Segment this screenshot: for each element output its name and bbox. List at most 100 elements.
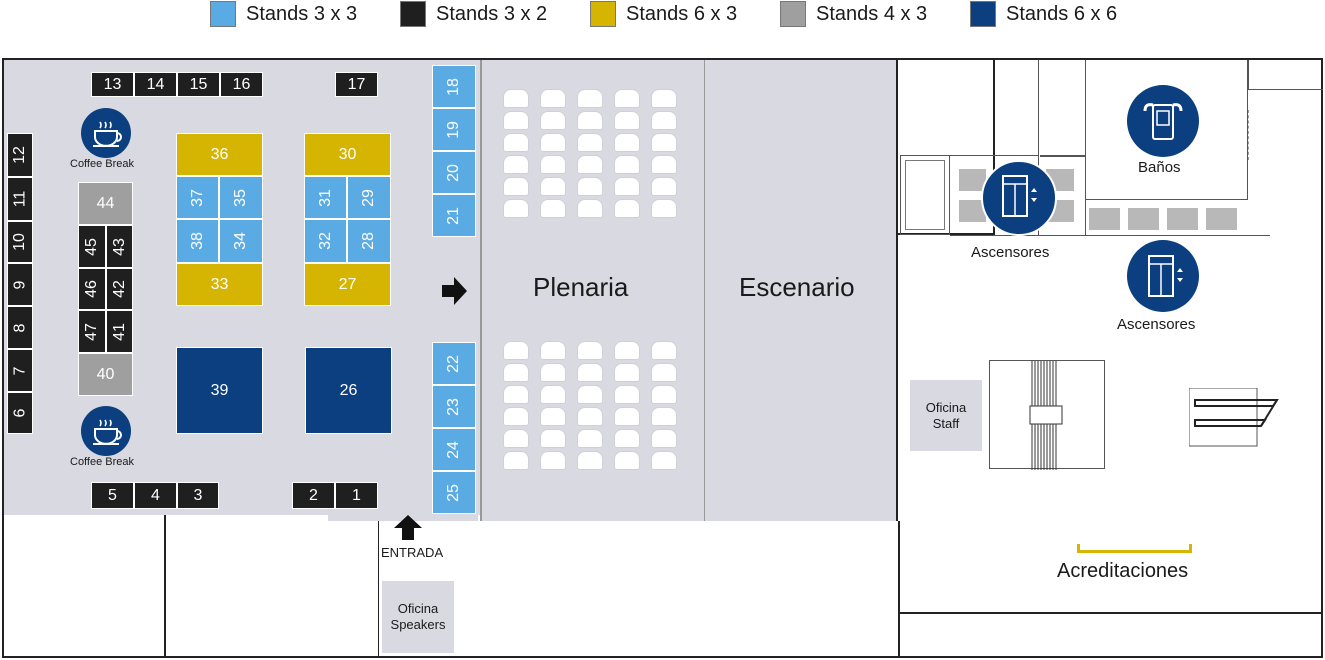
- stand-24[interactable]: 24: [432, 428, 476, 471]
- seat: [540, 177, 566, 196]
- seat: [577, 363, 603, 382]
- floor-plan-outline: [2, 58, 1323, 658]
- stand-22[interactable]: 22: [432, 342, 476, 385]
- stairs: [989, 360, 1105, 470]
- stand-8[interactable]: 8: [7, 306, 33, 349]
- stand-32[interactable]: 32: [304, 219, 347, 263]
- accreditation-label: Acreditaciones: [1057, 560, 1189, 582]
- stand-10[interactable]: 10: [7, 221, 33, 263]
- seat: [577, 111, 603, 130]
- wall: [1038, 60, 1086, 235]
- stand-15[interactable]: 15: [177, 72, 220, 97]
- escenario-room: [704, 60, 898, 521]
- fixture: [1167, 208, 1198, 230]
- stand-20[interactable]: 20: [432, 151, 476, 194]
- stand-30[interactable]: 30: [304, 133, 391, 176]
- wall: [898, 612, 1323, 614]
- seat: [540, 385, 566, 404]
- stand-34[interactable]: 34: [219, 219, 263, 263]
- stand-26[interactable]: 26: [305, 347, 392, 434]
- seat: [503, 363, 529, 382]
- seat: [651, 111, 677, 130]
- seat: [577, 407, 603, 426]
- stand-25[interactable]: 25: [432, 471, 476, 514]
- stand-9[interactable]: 9: [7, 263, 33, 306]
- legend-item-4x3: Stands 4 x 3: [780, 0, 927, 28]
- stand-40[interactable]: 40: [78, 353, 133, 396]
- seat: [540, 407, 566, 426]
- wall: [1248, 110, 1251, 160]
- stand-27[interactable]: 27: [304, 263, 391, 306]
- seat: [577, 177, 603, 196]
- elevators-label: Ascensores: [1117, 316, 1196, 333]
- seat: [503, 89, 529, 108]
- stand-6[interactable]: 6: [7, 392, 33, 434]
- stand-44[interactable]: 44: [78, 182, 133, 225]
- seat: [614, 89, 640, 108]
- seat: [577, 199, 603, 218]
- stand-3[interactable]: 3: [177, 482, 219, 509]
- seat: [540, 155, 566, 174]
- elevator-icon: [981, 160, 1057, 236]
- fixture: [959, 169, 986, 191]
- seat: [503, 429, 529, 448]
- seat: [577, 385, 603, 404]
- stand-16[interactable]: 16: [220, 72, 263, 97]
- stand-18[interactable]: 18: [432, 65, 476, 108]
- wall: [1086, 60, 1248, 200]
- stand-7[interactable]: 7: [7, 349, 33, 392]
- stand-43[interactable]: 43: [106, 225, 133, 268]
- stand-46[interactable]: 46: [78, 268, 106, 310]
- legend-label: Stands 6 x 3: [626, 2, 738, 25]
- stand-45[interactable]: 45: [78, 225, 106, 268]
- stand-29[interactable]: 29: [347, 176, 391, 219]
- stand-1[interactable]: 1: [335, 482, 378, 509]
- seat: [651, 385, 677, 404]
- legend-swatch: [590, 1, 616, 27]
- seat: [651, 89, 677, 108]
- seat: [614, 429, 640, 448]
- stand-31[interactable]: 31: [304, 176, 347, 219]
- stand-42[interactable]: 42: [106, 268, 133, 310]
- stand-33[interactable]: 33: [176, 263, 263, 306]
- stand-2[interactable]: 2: [292, 482, 335, 509]
- seat: [614, 199, 640, 218]
- stand-19[interactable]: 19: [432, 108, 476, 151]
- seat: [614, 407, 640, 426]
- seat: [651, 407, 677, 426]
- accreditation-desk: [1077, 544, 1192, 553]
- seat: [503, 199, 529, 218]
- seat: [503, 451, 529, 470]
- stand-38[interactable]: 38: [176, 219, 219, 263]
- seat: [614, 177, 640, 196]
- seat: [577, 133, 603, 152]
- seat: [651, 429, 677, 448]
- seat: [503, 177, 529, 196]
- stand-37[interactable]: 37: [176, 176, 219, 219]
- stand-35[interactable]: 35: [219, 176, 263, 219]
- stand-23[interactable]: 23: [432, 385, 476, 428]
- fixture: [1089, 208, 1120, 230]
- stand-14[interactable]: 14: [134, 72, 177, 97]
- seat: [614, 341, 640, 360]
- seat: [651, 451, 677, 470]
- plenaria-label: Plenaria: [533, 272, 629, 302]
- stand-28[interactable]: 28: [347, 219, 391, 263]
- seat: [540, 89, 566, 108]
- stand-21[interactable]: 21: [432, 194, 476, 237]
- wall: [905, 160, 945, 230]
- stand-41[interactable]: 41: [106, 310, 133, 353]
- arrow-right-icon: [440, 276, 468, 306]
- seat: [577, 89, 603, 108]
- stand-11[interactable]: 11: [7, 177, 33, 221]
- fixture: [1206, 208, 1237, 230]
- staff-office-label: Oficina Staff: [925, 399, 967, 431]
- stand-17[interactable]: 17: [335, 72, 378, 97]
- stand-12[interactable]: 12: [7, 133, 33, 177]
- stand-39[interactable]: 39: [176, 347, 263, 434]
- stand-13[interactable]: 13: [91, 72, 134, 97]
- stand-36[interactable]: 36: [176, 133, 263, 176]
- stand-4[interactable]: 4: [134, 482, 177, 509]
- stand-47[interactable]: 47: [78, 310, 106, 353]
- stand-5[interactable]: 5: [91, 482, 134, 509]
